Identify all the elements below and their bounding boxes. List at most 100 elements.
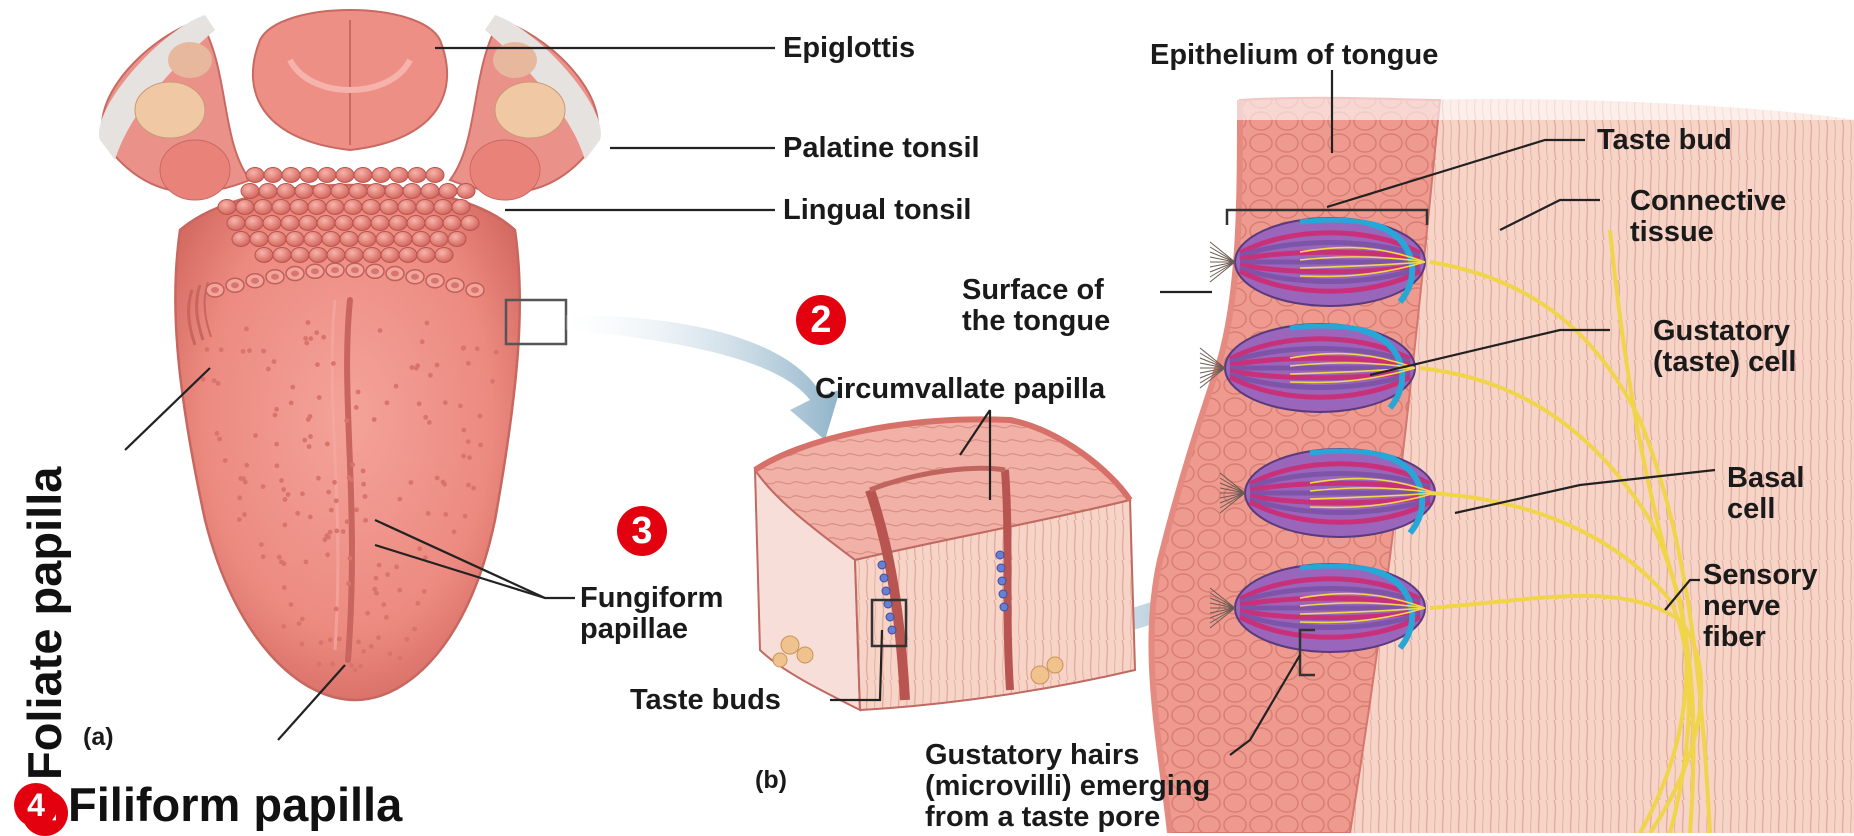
- fungiform-papilla-dot: [443, 512, 448, 517]
- fungiform-papilla-dot: [237, 495, 242, 500]
- fungiform-papilla-dot: [388, 651, 393, 656]
- fungiform-papilla-dot: [306, 417, 311, 422]
- label-fungiform-1: Fungiform: [580, 583, 723, 614]
- label-taste-bud: Taste bud: [1597, 125, 1732, 156]
- fungiform-papilla-dot: [463, 514, 468, 519]
- lingual-tonsil-bump: [327, 248, 345, 263]
- fungiform-papilla-dot: [361, 482, 366, 487]
- fungiform-papilla-dot: [304, 560, 309, 565]
- lingual-tonsil-bump: [236, 200, 254, 215]
- fungiform-papilla-dot: [356, 640, 361, 645]
- fungiform-papilla-dot: [423, 415, 428, 420]
- lingual-tonsil-bump: [344, 200, 362, 215]
- lingual-tonsil-bump: [358, 232, 376, 247]
- fungiform-papilla-dot: [341, 529, 346, 534]
- fungiform-papilla-dot: [317, 395, 322, 400]
- foliate-annotation: 1 Foliate papilla: [20, 216, 130, 836]
- lingual-tonsil-bump: [309, 248, 327, 263]
- fungiform-papilla-dot: [274, 407, 279, 412]
- fungiform-papilla-dot: [422, 589, 427, 594]
- fungiform-papilla-dot: [295, 511, 300, 516]
- lingual-tonsil-bump: [317, 216, 335, 231]
- fungiform-papilla-dot: [290, 385, 295, 390]
- fungiform-papilla-dot: [372, 587, 377, 592]
- fungiform-papilla-dot: [347, 475, 352, 480]
- fungiform-papilla-dot: [461, 454, 466, 459]
- fungiform-papilla-dot: [452, 529, 457, 534]
- fungiform-papilla-dot: [358, 664, 363, 669]
- lingual-tonsil-bump: [259, 184, 277, 199]
- fungiform-papilla-dot: [300, 491, 305, 496]
- fungiform-papilla-dot: [443, 400, 448, 405]
- lingual-tonsil-bump: [380, 200, 398, 215]
- circumvallate-papilla: [286, 267, 304, 281]
- lingual-tonsil-bump: [335, 216, 353, 231]
- fungiform-papilla-dot: [416, 601, 421, 606]
- lingual-tonsil-bump: [272, 200, 290, 215]
- lingual-tonsil-bump: [232, 232, 250, 247]
- label-sensory-1: Sensory: [1703, 560, 1817, 591]
- lingual-tonsil-bump: [457, 184, 475, 199]
- fungiform-papilla-dot: [412, 627, 417, 632]
- lingual-tonsil-bump: [371, 216, 389, 231]
- lingual-tonsil-bump: [250, 232, 268, 247]
- label-taste-buds: Taste buds: [630, 685, 781, 716]
- lingual-tonsil-bump: [286, 232, 304, 247]
- fungiform-papilla-dot: [205, 347, 210, 352]
- fungiform-papilla-dot: [397, 656, 402, 661]
- fungiform-papilla-dot: [282, 561, 287, 566]
- lingual-tonsil-bump: [385, 184, 403, 199]
- fungiform-papilla-dot: [247, 348, 252, 353]
- fungiform-papilla-dot: [326, 490, 331, 495]
- label-basal-2: cell: [1727, 494, 1775, 525]
- lingual-tonsil-bump: [434, 200, 452, 215]
- fungiform-papilla-dot: [417, 401, 422, 406]
- lingual-tonsil-bump: [318, 168, 336, 183]
- lingual-tonsil-bump: [263, 216, 281, 231]
- fungiform-papilla-dot: [241, 476, 246, 481]
- lingual-tonsil-bump: [340, 232, 358, 247]
- fungiform-papilla-dot: [374, 576, 379, 581]
- fungiform-papilla-dot: [471, 486, 476, 491]
- fungiform-papilla-dot: [259, 542, 264, 547]
- fungiform-papilla-dot: [277, 555, 282, 560]
- label-hairs-2: (microvilli) emerging: [925, 771, 1210, 802]
- fungiform-papilla-dot: [223, 458, 228, 463]
- fungiform-papilla-dot: [212, 378, 217, 383]
- fungiform-papilla-dot: [286, 492, 291, 497]
- lingual-tonsil-bump: [430, 232, 448, 247]
- fungiform-papilla-dot: [346, 581, 351, 586]
- lingual-tonsil-bump: [281, 216, 299, 231]
- fungiform-papilla-dot: [261, 349, 266, 354]
- fungiform-papilla-dot: [315, 362, 320, 367]
- fungiform-papilla-dot: [427, 420, 432, 425]
- lingual-tonsil-bump: [291, 248, 309, 263]
- fungiform-papilla-dot: [281, 487, 286, 492]
- fungiform-papilla-dot: [273, 413, 278, 418]
- label-panel-b: (b): [755, 765, 787, 796]
- fungiform-papilla-dot: [363, 494, 368, 499]
- fungiform-papilla-dot: [376, 635, 381, 640]
- fungiform-papilla-dot: [337, 637, 342, 642]
- circumvallate-papilla: [306, 264, 324, 278]
- lingual-tonsil-bump: [376, 232, 394, 247]
- lingual-tonsil-bump: [416, 200, 434, 215]
- fungiform-papilla-dot: [405, 637, 410, 642]
- fungiform-papilla-dot: [365, 611, 370, 616]
- fungiform-papilla-dot: [330, 662, 335, 667]
- fungiform-papilla-dot: [466, 483, 471, 488]
- lingual-tonsil-bump: [390, 168, 408, 183]
- fungiform-papilla-dot: [345, 519, 350, 524]
- fungiform-papilla-dot: [490, 379, 495, 384]
- fungiform-papilla-dot: [322, 537, 327, 542]
- lingual-tonsil-bump: [394, 232, 412, 247]
- fungiform-papilla-dot: [308, 515, 313, 520]
- lingual-tonsil-bump: [389, 216, 407, 231]
- fungiform-papilla-dot: [237, 517, 242, 522]
- lingual-tonsil-bump: [345, 248, 363, 263]
- fungiform-papilla-dot: [425, 321, 430, 326]
- fungiform-papilla-dot: [409, 480, 414, 485]
- label-epithelium: Epithelium of tongue: [1150, 40, 1438, 71]
- label-surface-1: Surface of: [962, 275, 1104, 306]
